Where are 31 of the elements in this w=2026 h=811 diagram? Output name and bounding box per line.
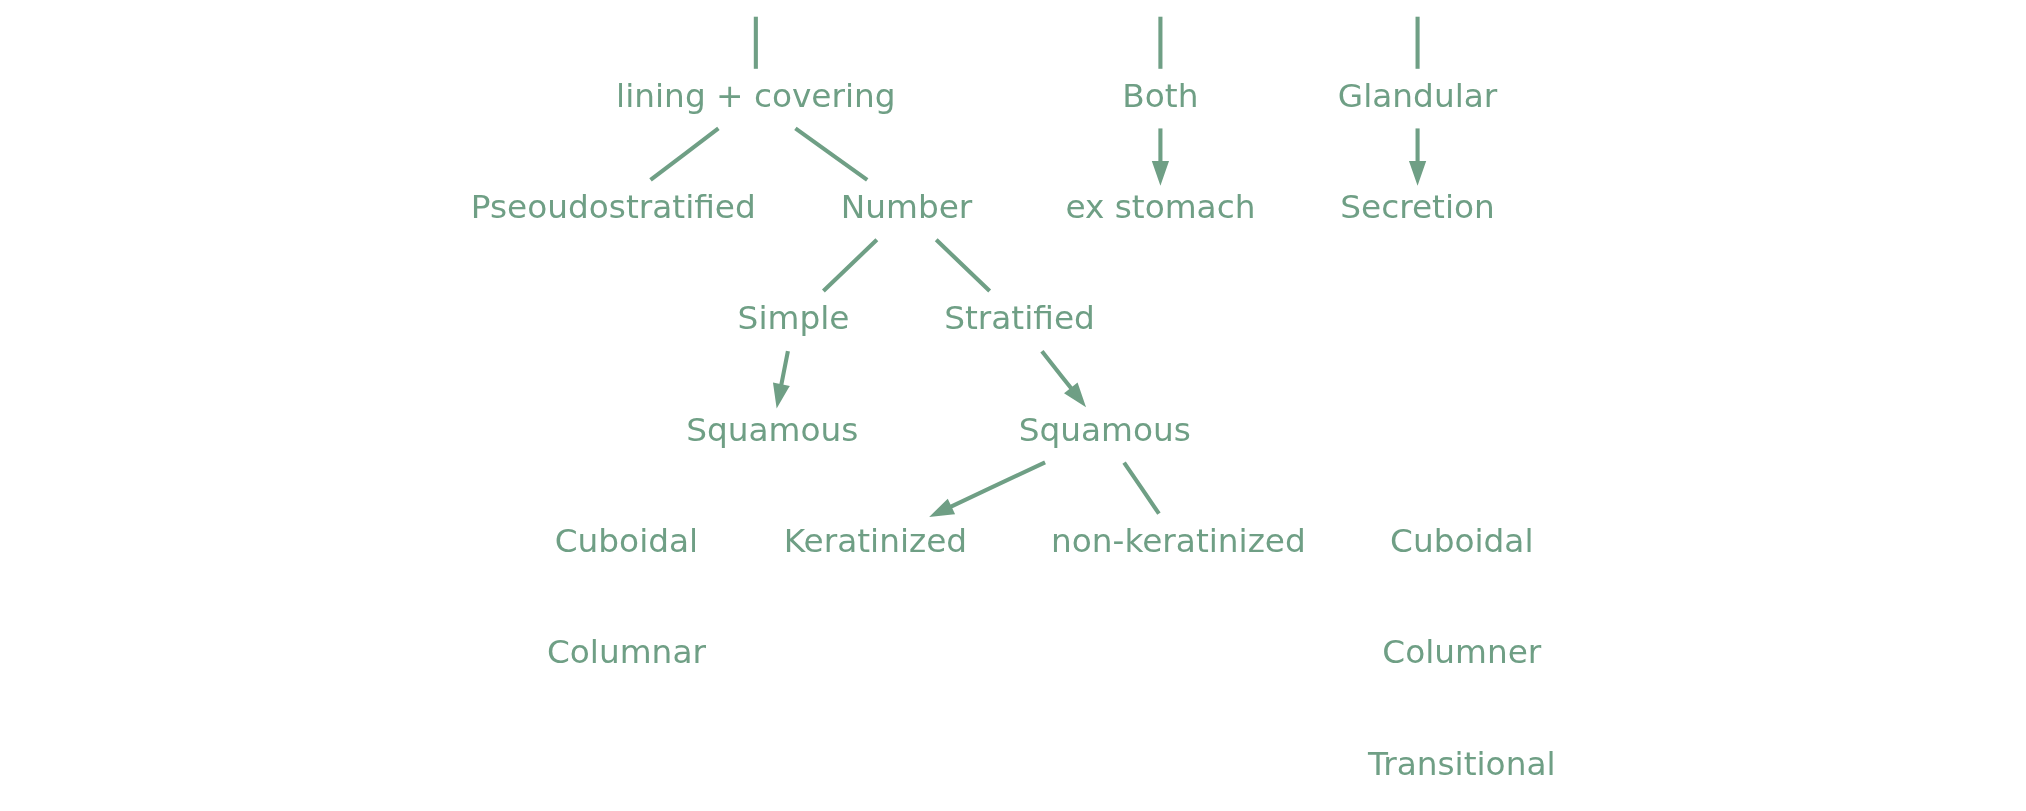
connector bbox=[753, 16, 758, 69]
node-text: ex stomach bbox=[1065, 187, 1256, 226]
label: Cuboidal bbox=[554, 522, 699, 561]
connector bbox=[822, 238, 879, 293]
node-text: Glandular bbox=[1337, 76, 1498, 115]
node-text: Squamous bbox=[1018, 410, 1191, 449]
node-text: Stratified bbox=[944, 299, 1095, 338]
node-text: Pseoudostratified bbox=[470, 187, 756, 226]
node-text: Both bbox=[1122, 76, 1199, 115]
label: Columnar bbox=[546, 633, 706, 672]
arrow bbox=[1408, 128, 1427, 186]
node-text: Number bbox=[840, 187, 973, 226]
label: Transitional bbox=[1368, 744, 1556, 783]
node-text: Simple bbox=[737, 299, 850, 338]
arrow bbox=[929, 460, 1046, 517]
label: Cuboidal bbox=[1390, 522, 1534, 561]
node-text: lining + covering bbox=[616, 76, 896, 115]
node-text: Secretion bbox=[1340, 187, 1495, 226]
arrow bbox=[1151, 128, 1170, 186]
node-text: non-keratinized bbox=[1051, 522, 1306, 561]
connector bbox=[794, 126, 869, 182]
connector bbox=[1122, 461, 1161, 515]
arrow bbox=[1040, 349, 1087, 408]
connector bbox=[1415, 16, 1420, 69]
connector bbox=[1158, 16, 1163, 69]
label: Columner bbox=[1382, 633, 1542, 672]
arrow bbox=[772, 350, 790, 409]
connector bbox=[934, 238, 992, 293]
connector bbox=[649, 126, 720, 182]
node-text: Keratinized bbox=[783, 522, 968, 561]
node-text: Squamous bbox=[686, 410, 859, 449]
